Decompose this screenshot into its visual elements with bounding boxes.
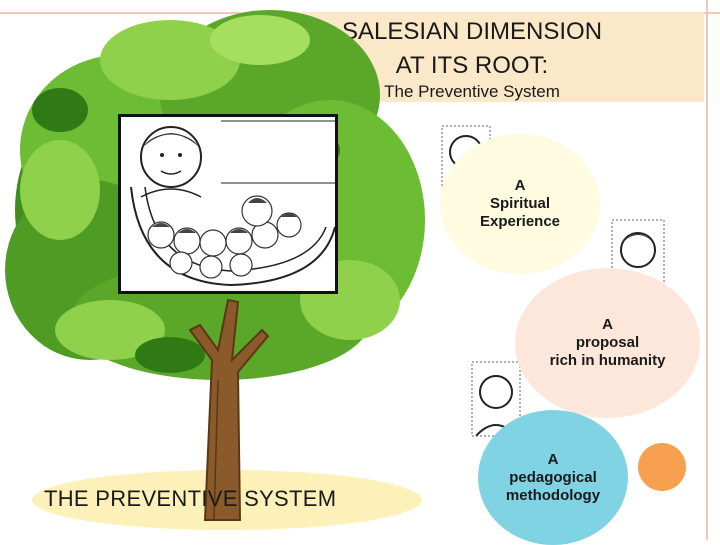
spiritual-experience-circle: A Spiritual Experience (440, 134, 600, 274)
methodology-line-3: methodology (505, 486, 601, 504)
proposal-line-2: proposal (575, 334, 640, 351)
portrait-illustration (118, 114, 338, 294)
don-bosco-sketch (121, 117, 336, 291)
proposal-line-3: rich in humanity (549, 352, 666, 369)
pedagogical-methodology-circle: A pedagogical methodology (478, 410, 628, 545)
proposal-humanity-circle: A proposal rich in humanity (515, 268, 700, 418)
methodology-line-1: A (547, 450, 559, 468)
spiritual-line-2: Spiritual (489, 195, 550, 212)
tree-trunk (188, 298, 270, 521)
methodology-line-2: pedagogical (509, 468, 597, 486)
preventive-system-label: THE PREVENTIVE SYSTEM (44, 486, 337, 511)
title-line-1: SALESIAN DIMENSION (341, 18, 603, 45)
spiritual-line-3: Experience (479, 213, 561, 230)
proposal-line-1: A (602, 316, 613, 333)
spiritual-line-1: A (514, 177, 526, 194)
title-subtitle: The Preventive System (384, 82, 560, 101)
frame-line-right (706, 0, 708, 540)
title-line-2: AT ITS ROOT: (395, 52, 549, 79)
accent-circle (638, 443, 686, 491)
